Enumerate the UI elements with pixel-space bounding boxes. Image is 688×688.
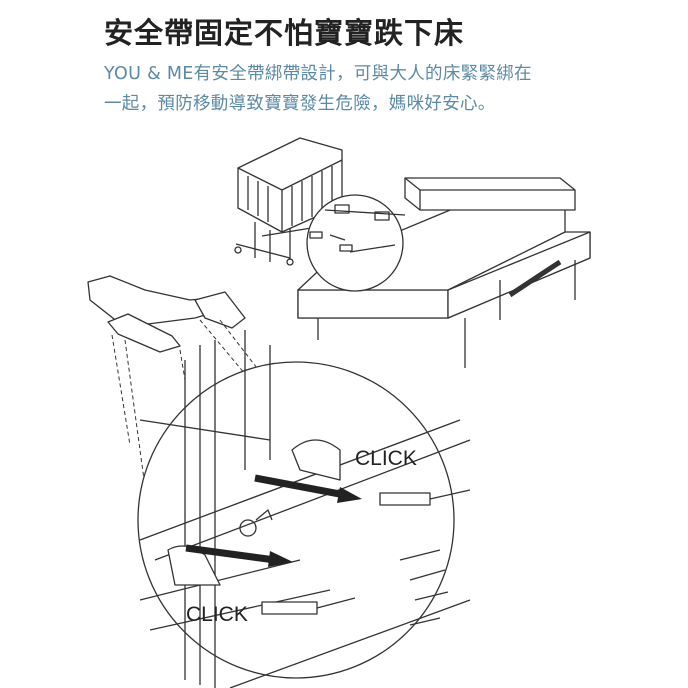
click-label-top: CLICK: [355, 447, 417, 470]
description-line-2: 一起，預防移動導致寶寶發生危險，媽咪好安心。: [104, 94, 496, 114]
loose-strap: [87, 275, 246, 353]
click-label-bottom: CLICK: [186, 603, 248, 626]
push-arrows: [185, 474, 362, 567]
small-zoom-circle: [306, 194, 406, 292]
large-zoom-circle: [137, 330, 471, 688]
page-title: 安全帶固定不怕寶寶跌下床: [104, 16, 465, 50]
description-line-1: YOU & ME有安全帶綁帶設計，可與大人的床緊緊綁在: [104, 64, 532, 84]
crib: [234, 137, 343, 266]
